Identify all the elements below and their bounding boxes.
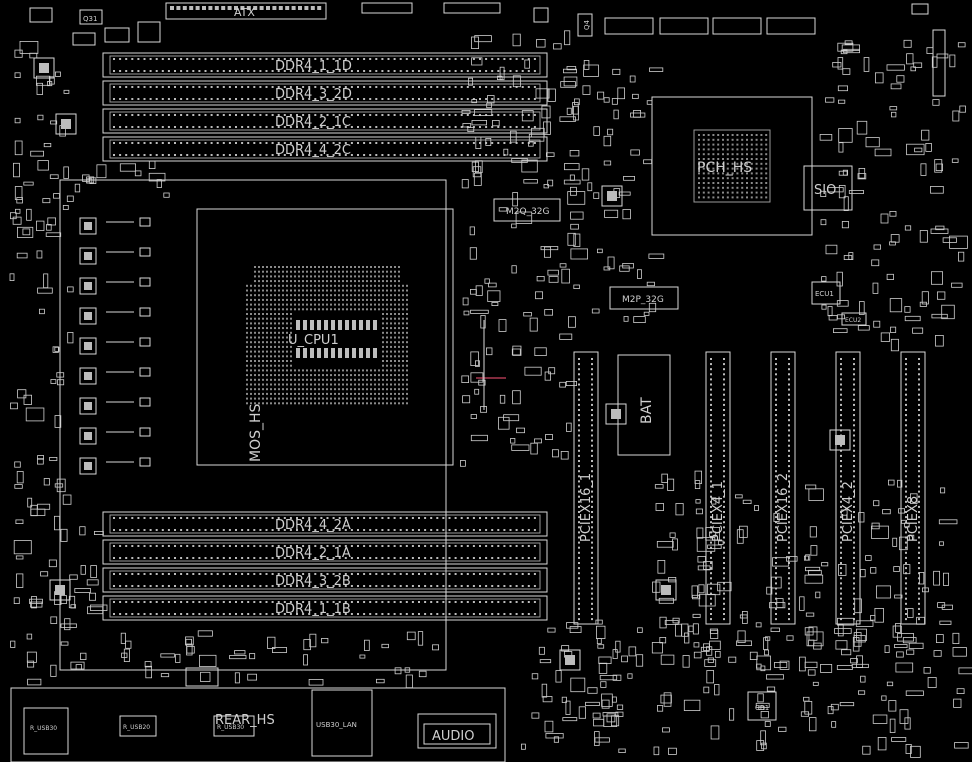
sio-chip: SIO — [803, 165, 853, 211]
r-usb30b-label: R_USB30 — [217, 724, 244, 731]
bat-label: BAT — [639, 397, 655, 424]
pch-hs-label: PCH_HS — [697, 160, 752, 176]
q31-label: Q31 — [83, 15, 97, 23]
cb1-label: CB1 — [755, 704, 769, 712]
atx-label: ATX — [234, 6, 255, 19]
dimm-bottom-label: DDR4_3_2B — [275, 574, 351, 589]
pcie-slot-4: PCIEX8 — [900, 351, 926, 625]
m2p-label: M2P_32G — [622, 295, 664, 305]
dimm-slots-top: DDR4_1_1D DDR4_3_2D DDR4_2_1C DDR4_4_2C — [102, 52, 548, 162]
dimm-slots-bottom: DDR4_4_2A DDR4_2_1A DDR4_3_2B DDR4_1_1B — [102, 511, 548, 621]
pcie-slots: PCIEX16_1 PCIEX4_1 PCIEX16_2 PCIEX4_2 PCIEX8 — [573, 351, 926, 625]
r-usb20-label: R_USB20 — [123, 724, 150, 731]
accent-marker — [476, 320, 506, 410]
ecu2-label: ECU2 — [845, 317, 861, 324]
dimm-bottom-1: DDR4_2_1A — [102, 539, 548, 565]
dimm-top-label: DDR4_2_1C — [275, 115, 351, 130]
dimm-top-0: DDR4_1_1D — [102, 52, 548, 78]
dimm-top-1: DDR4_3_2D — [102, 80, 548, 106]
pcie-slot-label: PCIEX4_2 — [841, 481, 856, 542]
dimm-bottom-0: DDR4_4_2A — [102, 511, 548, 537]
m2p-slot: M2P_32G — [609, 286, 679, 310]
q4-label: Q4 — [583, 19, 591, 30]
r-usb30-label: R_USB30 — [30, 725, 57, 732]
battery: BAT — [617, 354, 671, 456]
dimm-top-label: DDR4_4_2C — [275, 143, 351, 158]
rear-hs-label: REAR_HS — [215, 713, 275, 728]
audio-label: AUDIO — [432, 729, 475, 744]
rear-io: R_USB20 R_USB30 R_USB30 REAR_HS USB30_LA… — [10, 667, 506, 762]
dimm-bottom-2: DDR4_3_2B — [102, 567, 548, 593]
cpu-socket-label: U_CPU1 — [288, 333, 339, 348]
pcie-slot-3: PCIEX4_2 — [835, 351, 861, 625]
pcie-slot-1: PCIEX4_1 — [705, 351, 731, 625]
atx-connector: ATX — [165, 2, 327, 20]
pcie-slot-label: PCIEX4_1 — [711, 481, 726, 542]
cb1-chip: CB1 — [747, 691, 777, 721]
sio-label: SIO — [814, 183, 836, 198]
top-headers: Q31 Q4 — [29, 2, 946, 97]
dimm-bottom-label: DDR4_2_1A — [275, 546, 351, 561]
pcie-slot-2: PCIEX16_2 — [770, 351, 796, 625]
dimm-bottom-3: DDR4_1_1B — [102, 595, 548, 621]
usb-lan-label: USB30_LAN — [316, 721, 357, 729]
dimm-top-label: DDR4_1_1D — [275, 59, 352, 74]
passive-components — [9, 30, 972, 758]
pcie-slot-label: PCIEX8 — [906, 496, 921, 542]
dimm-bottom-label: DDR4_1_1B — [275, 602, 351, 617]
dimm-bottom-label: DDR4_4_2A — [275, 518, 351, 533]
dimm-top-label: DDR4_3_2D — [275, 87, 352, 102]
pcie-slot-label: PCIEX16_2 — [776, 473, 791, 542]
dimm-top-3: DDR4_4_2C — [102, 136, 548, 162]
m2q-slot: M2Q_32G — [493, 198, 561, 222]
pcie-slot-label: PCIEX16_1 — [579, 473, 594, 542]
vrm-phases — [79, 217, 151, 475]
pcie-slot-0: PCIEX16_1 — [573, 351, 599, 625]
cpu-socket: U_CPU1 — [246, 266, 408, 405]
pch-chip: PCH_HS — [651, 96, 813, 236]
socket-keepout — [59, 179, 454, 671]
dimm-top-2: DDR4_2_1C — [102, 108, 548, 134]
ecu1-label: ECU1 — [815, 290, 834, 298]
mos-hs-label: MOS_HS — [248, 403, 264, 462]
